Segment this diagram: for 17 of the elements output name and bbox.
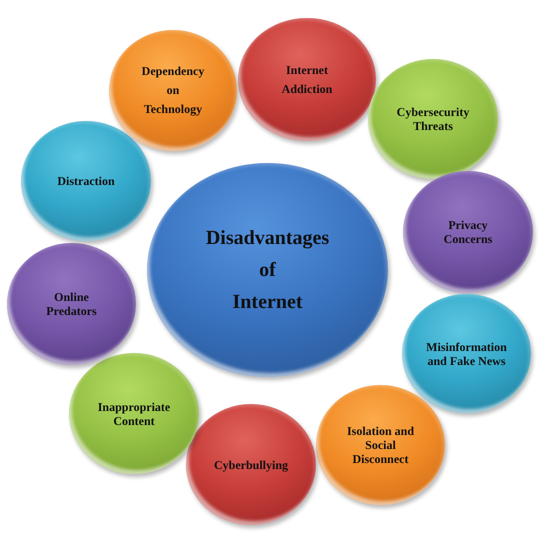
- topic-circle: [368, 59, 498, 179]
- topic-label: Privacy Concerns: [442, 218, 494, 246]
- topic-label: Cybersecurity Threats: [396, 105, 470, 133]
- topic-label: Distraction: [56, 174, 116, 188]
- topic-label: Isolation and Social Disconnect: [346, 424, 416, 466]
- topic-label: Inappropriate Content: [96, 400, 172, 428]
- topic-circle: [7, 243, 136, 365]
- topic-label: Online Predators: [45, 290, 98, 318]
- hub-title: Disadvantages of Internet: [204, 226, 330, 315]
- topic-label: Dependency on Technology: [140, 63, 206, 118]
- topic-circle: [238, 18, 376, 141]
- topic-label: Internet Addiction: [280, 62, 334, 98]
- topic-circle: [69, 353, 199, 474]
- topic-circle: [316, 385, 445, 505]
- topic-label: Cyberbullying: [212, 458, 289, 472]
- topic-circle: [403, 171, 533, 293]
- topic-label: Misinformation and Fake News: [425, 340, 508, 368]
